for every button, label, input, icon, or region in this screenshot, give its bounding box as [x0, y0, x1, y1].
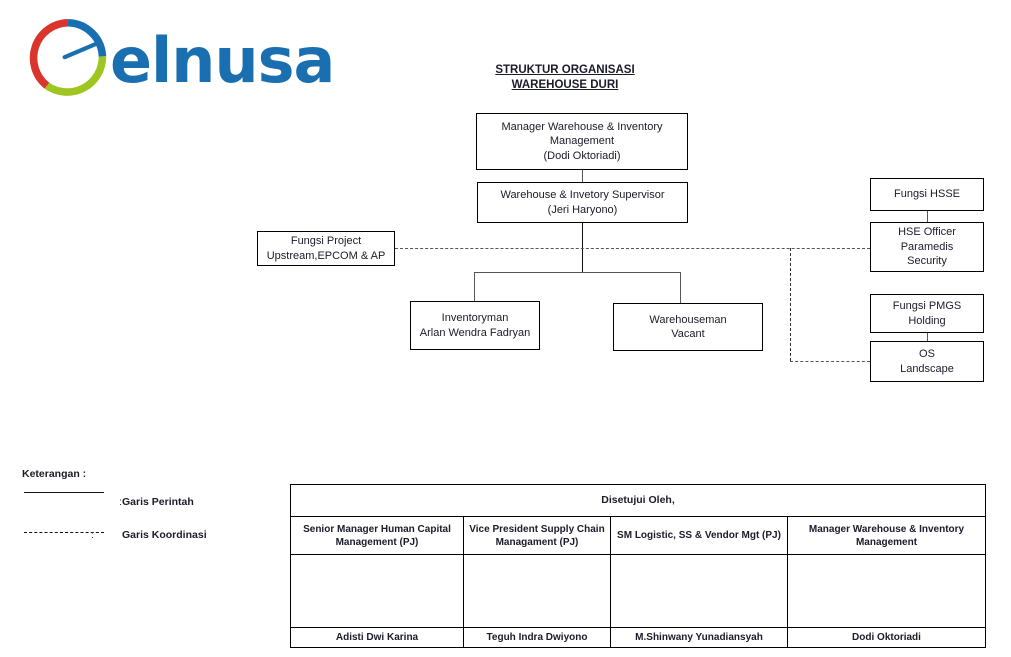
elnusa-logo: elnusa	[18, 8, 335, 108]
node-fungsi-hsse[interactable]: Fungsi HSSE	[870, 178, 984, 211]
approval-title-4-line2: Management	[855, 536, 918, 548]
legend-title: Keterangan :	[22, 468, 87, 480]
coordination-line-horizontal-top	[395, 248, 870, 249]
approval-title-cell-4: Manager Warehouse & Inventory Management	[786, 516, 987, 555]
node-hse-officer-line3: Security	[907, 255, 947, 268]
node-warehouseman[interactable]: Warehouseman Vacant	[613, 303, 763, 351]
signature-area-2[interactable]	[463, 554, 611, 628]
node-fungsi-pmgs-line2: Holding	[908, 314, 946, 327]
coordination-line-horizontal-bottom	[790, 361, 870, 362]
approval-names-row: Adisti Dwi Karina Teguh Indra Dwiyono M.…	[290, 627, 987, 648]
elnusa-logo-mark	[29, 18, 107, 96]
node-fungsi-project-line2: Upstream,EPCOM & AP	[266, 249, 386, 262]
node-supervisor-line2: (Jeri Haryono)	[547, 203, 618, 216]
legend-solid-line-sample	[24, 492, 104, 493]
approval-name-1: Adisti Dwi Karina	[290, 627, 464, 648]
node-warehouse-inventory-supervisor[interactable]: Warehouse & Invetory Supervisor (Jeri Ha…	[477, 182, 688, 223]
connector-children-bar	[474, 272, 681, 273]
node-manager-warehouse-inventory[interactable]: Manager Warehouse & Inventory Management…	[476, 113, 688, 170]
node-os-landscape-line2: Landscape	[900, 362, 954, 375]
signature-area-1[interactable]	[290, 554, 464, 628]
legend-colon-2: :	[91, 529, 94, 541]
page-title-line2: WAREHOUSE DURI	[511, 79, 619, 91]
approval-name-2: Teguh Indra Dwiyono	[463, 627, 611, 648]
node-supervisor-line1: Warehouse & Invetory Supervisor	[500, 189, 665, 201]
approval-titles-row: Senior Manager Human Capital Management …	[290, 516, 987, 555]
legend-dashed-label: Garis Koordinasi	[122, 529, 207, 541]
approval-title-3-line1: SM Logistic, SS & Vendor Mgt (PJ)	[617, 530, 781, 541]
node-hse-officer[interactable]: HSE Officer Paramedis Security	[870, 222, 984, 272]
approval-signature-row	[290, 554, 987, 628]
node-fungsi-project[interactable]: Fungsi Project Upstream,EPCOM & AP	[257, 231, 395, 266]
approval-name-3: M.Shinwany Yunadiansyah	[610, 627, 788, 648]
approval-title-4-line1: Manager Warehouse & Inventory	[808, 523, 965, 535]
approval-title-cell-1: Senior Manager Human Capital Management …	[290, 516, 464, 555]
node-inventoryman-line1: Inventoryman	[441, 312, 509, 324]
node-manager-line2: Management	[549, 135, 615, 148]
node-hse-officer-line1: HSE Officer	[898, 226, 956, 239]
connector-to-inventoryman	[474, 272, 475, 302]
approval-title-cell-2: Vice President Supply Chain Managament (…	[463, 516, 611, 555]
approval-title-2-line2: Managament (PJ)	[495, 536, 579, 548]
node-fungsi-project-line1: Fungsi Project	[290, 235, 362, 247]
node-hse-officer-line2: Paramedis	[900, 240, 954, 253]
approval-title-1-line1: Senior Manager Human Capital	[303, 523, 451, 535]
approval-table: Disetujui Oleh, Senior Manager Human Cap…	[289, 484, 987, 648]
node-fungsi-pmgs[interactable]: Fungsi PMGS Holding	[870, 294, 984, 333]
node-manager-line1: Manager Warehouse & Inventory	[501, 120, 663, 133]
signature-area-3[interactable]	[610, 554, 788, 628]
node-warehouseman-line2: Vacant	[671, 328, 705, 340]
approval-header-row: Disetujui Oleh,	[289, 484, 987, 517]
connector-manager-supervisor	[582, 170, 583, 183]
node-inventoryman-line2: Arlan Wendra Fadryan	[419, 326, 531, 339]
node-os-landscape-line1: OS	[919, 348, 935, 360]
node-fungsi-pmgs-line1: Fungsi PMGS	[892, 300, 962, 312]
node-os-landscape[interactable]: OS Landscape	[870, 341, 984, 382]
signature-area-4[interactable]	[786, 554, 987, 628]
connector-hsse-hseofficer	[927, 211, 928, 222]
coordination-line-vertical	[790, 248, 791, 361]
page-title: STRUKTUR ORGANISASI WAREHOUSE DURI	[455, 63, 675, 93]
approval-title-1-line2: Management (PJ)	[335, 536, 419, 548]
connector-to-warehouseman	[680, 272, 681, 303]
legend-colon-1: :	[119, 496, 122, 508]
approval-title-2-line1: Vice President Supply Chain	[469, 523, 605, 535]
legend-dashed-line-sample	[24, 532, 104, 533]
approval-header-cell: Disetujui Oleh,	[289, 484, 987, 517]
approval-name-4: Dodi Oktoriadi	[786, 627, 987, 648]
page-title-line1: STRUKTUR ORGANISASI	[495, 64, 635, 76]
node-warehouseman-line1: Warehouseman	[649, 313, 727, 326]
node-manager-line3: (Dodi Oktoriadi)	[543, 149, 621, 162]
approval-title-cell-3: SM Logistic, SS & Vendor Mgt (PJ)	[610, 516, 788, 555]
node-fungsi-hsse-line1: Fungsi HSSE	[893, 188, 961, 201]
connector-pmgs-oslandscape	[927, 333, 928, 342]
elnusa-wordmark: elnusa	[110, 24, 335, 97]
node-inventoryman[interactable]: Inventoryman Arlan Wendra Fadryan	[410, 301, 540, 350]
legend-solid-label: Garis Perintah	[122, 496, 194, 508]
